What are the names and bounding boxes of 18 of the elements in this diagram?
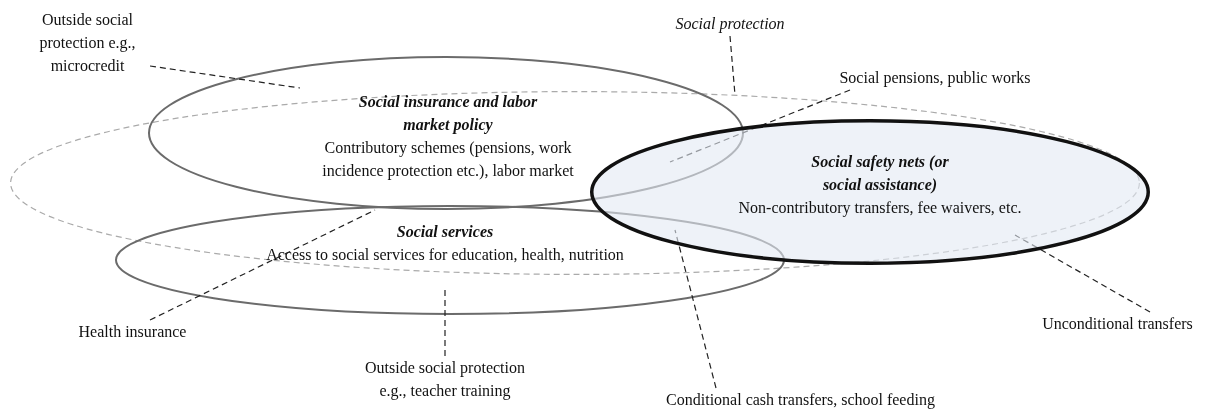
callout-text: Outside social protection e.g., teacher training [350, 356, 540, 402]
ellipse-heading: Social insurance and labor market policy [357, 92, 539, 136]
leader-line [444, 289, 446, 357]
callout-text: Outside social protection e.g., microcredit [30, 8, 145, 77]
ellipse-text: Non-contributory transfers, fee waivers, etc. [737, 198, 1023, 219]
leader-line [1014, 234, 1151, 313]
ellipse-text: Access to social services for education, health, nutrition [265, 245, 625, 265]
leader-line [669, 89, 851, 163]
ellipse-heading: Social safety nets (or social assistance) [810, 152, 950, 196]
callout-text: Social pensions, public works [815, 66, 1055, 89]
callout-text: Health insurance [60, 320, 205, 343]
callout-text: Conditional cash transfers, school feeding [628, 388, 973, 410]
leader-line [149, 65, 301, 89]
leader-line [674, 229, 717, 389]
callout-text: Social protection [650, 12, 810, 35]
ellipse-text: Contributory schemes (pensions, work incidence protection etc.), labor market [321, 138, 575, 182]
ellipse-heading: Social services [395, 222, 495, 242]
callout-text: Unconditional transfers [1025, 312, 1210, 335]
